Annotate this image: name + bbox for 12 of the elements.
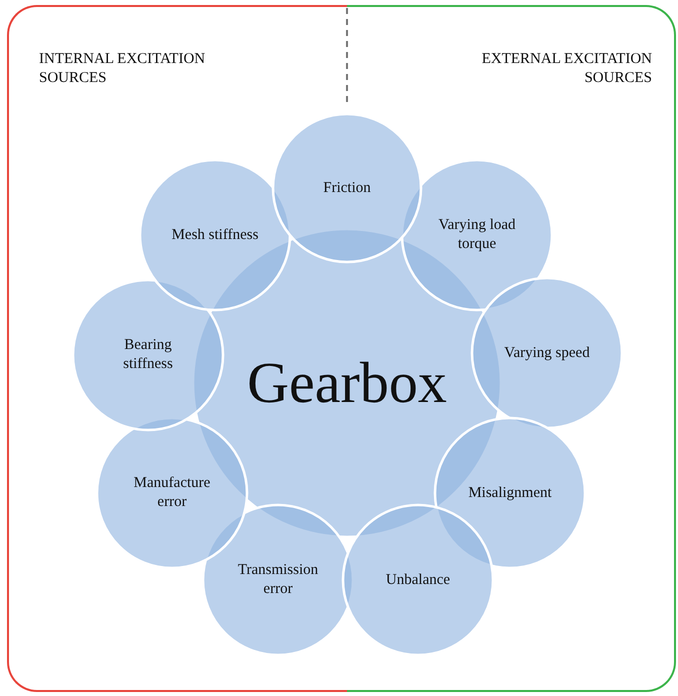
panel-heading: EXTERNAL EXCITATION SOURCES (480, 50, 653, 88)
center-label: Gearbox (247, 351, 447, 415)
source-label: Misalignment (467, 484, 553, 502)
source-label: Manufacture error (132, 474, 212, 512)
source-label: Transmission error (236, 561, 320, 599)
source-label: Mesh stiffness (170, 226, 260, 244)
source-label: Bearing stiffness (122, 336, 174, 374)
source-label: Unbalance (384, 570, 452, 590)
source-label: Friction (322, 178, 372, 198)
source-label: Varying speed (503, 344, 591, 362)
panel-heading: INTERNAL EXCITATION SOURCES (38, 50, 206, 88)
source-label: Varying load torque (437, 216, 517, 254)
